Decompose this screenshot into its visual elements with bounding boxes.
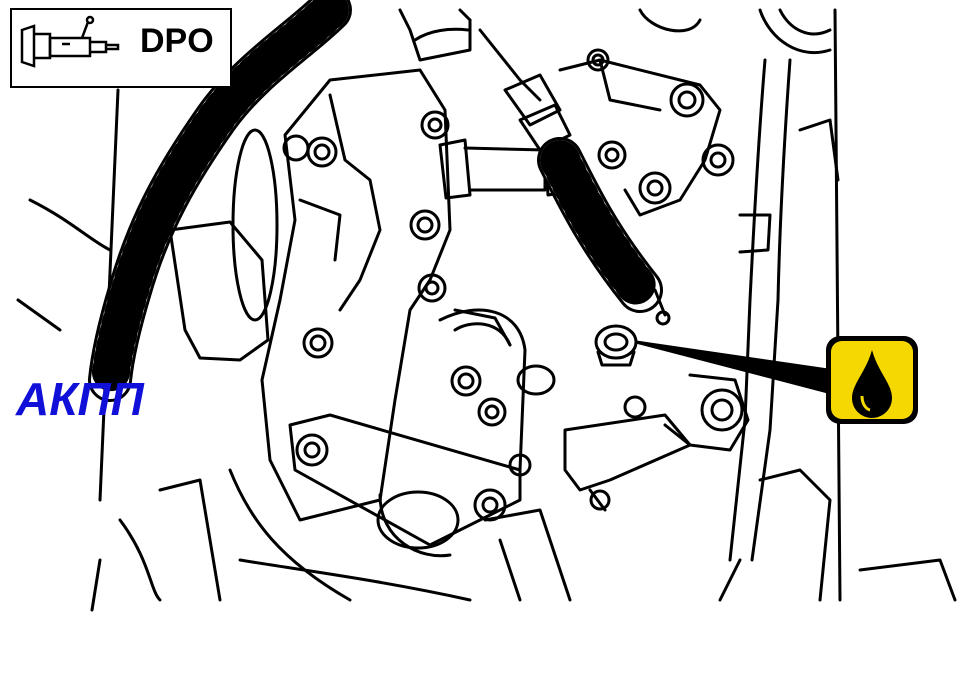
oil-indicator (826, 336, 918, 424)
housing-bolts (282, 110, 532, 522)
gearbox-icon (20, 15, 120, 68)
corrugated-hose (88, 0, 352, 402)
transmission-label: АКПП (16, 373, 144, 425)
badge-label: DPO (140, 22, 214, 60)
fill-plug (594, 324, 638, 367)
cable-boot (537, 137, 663, 313)
gearbox-badge (10, 8, 232, 88)
